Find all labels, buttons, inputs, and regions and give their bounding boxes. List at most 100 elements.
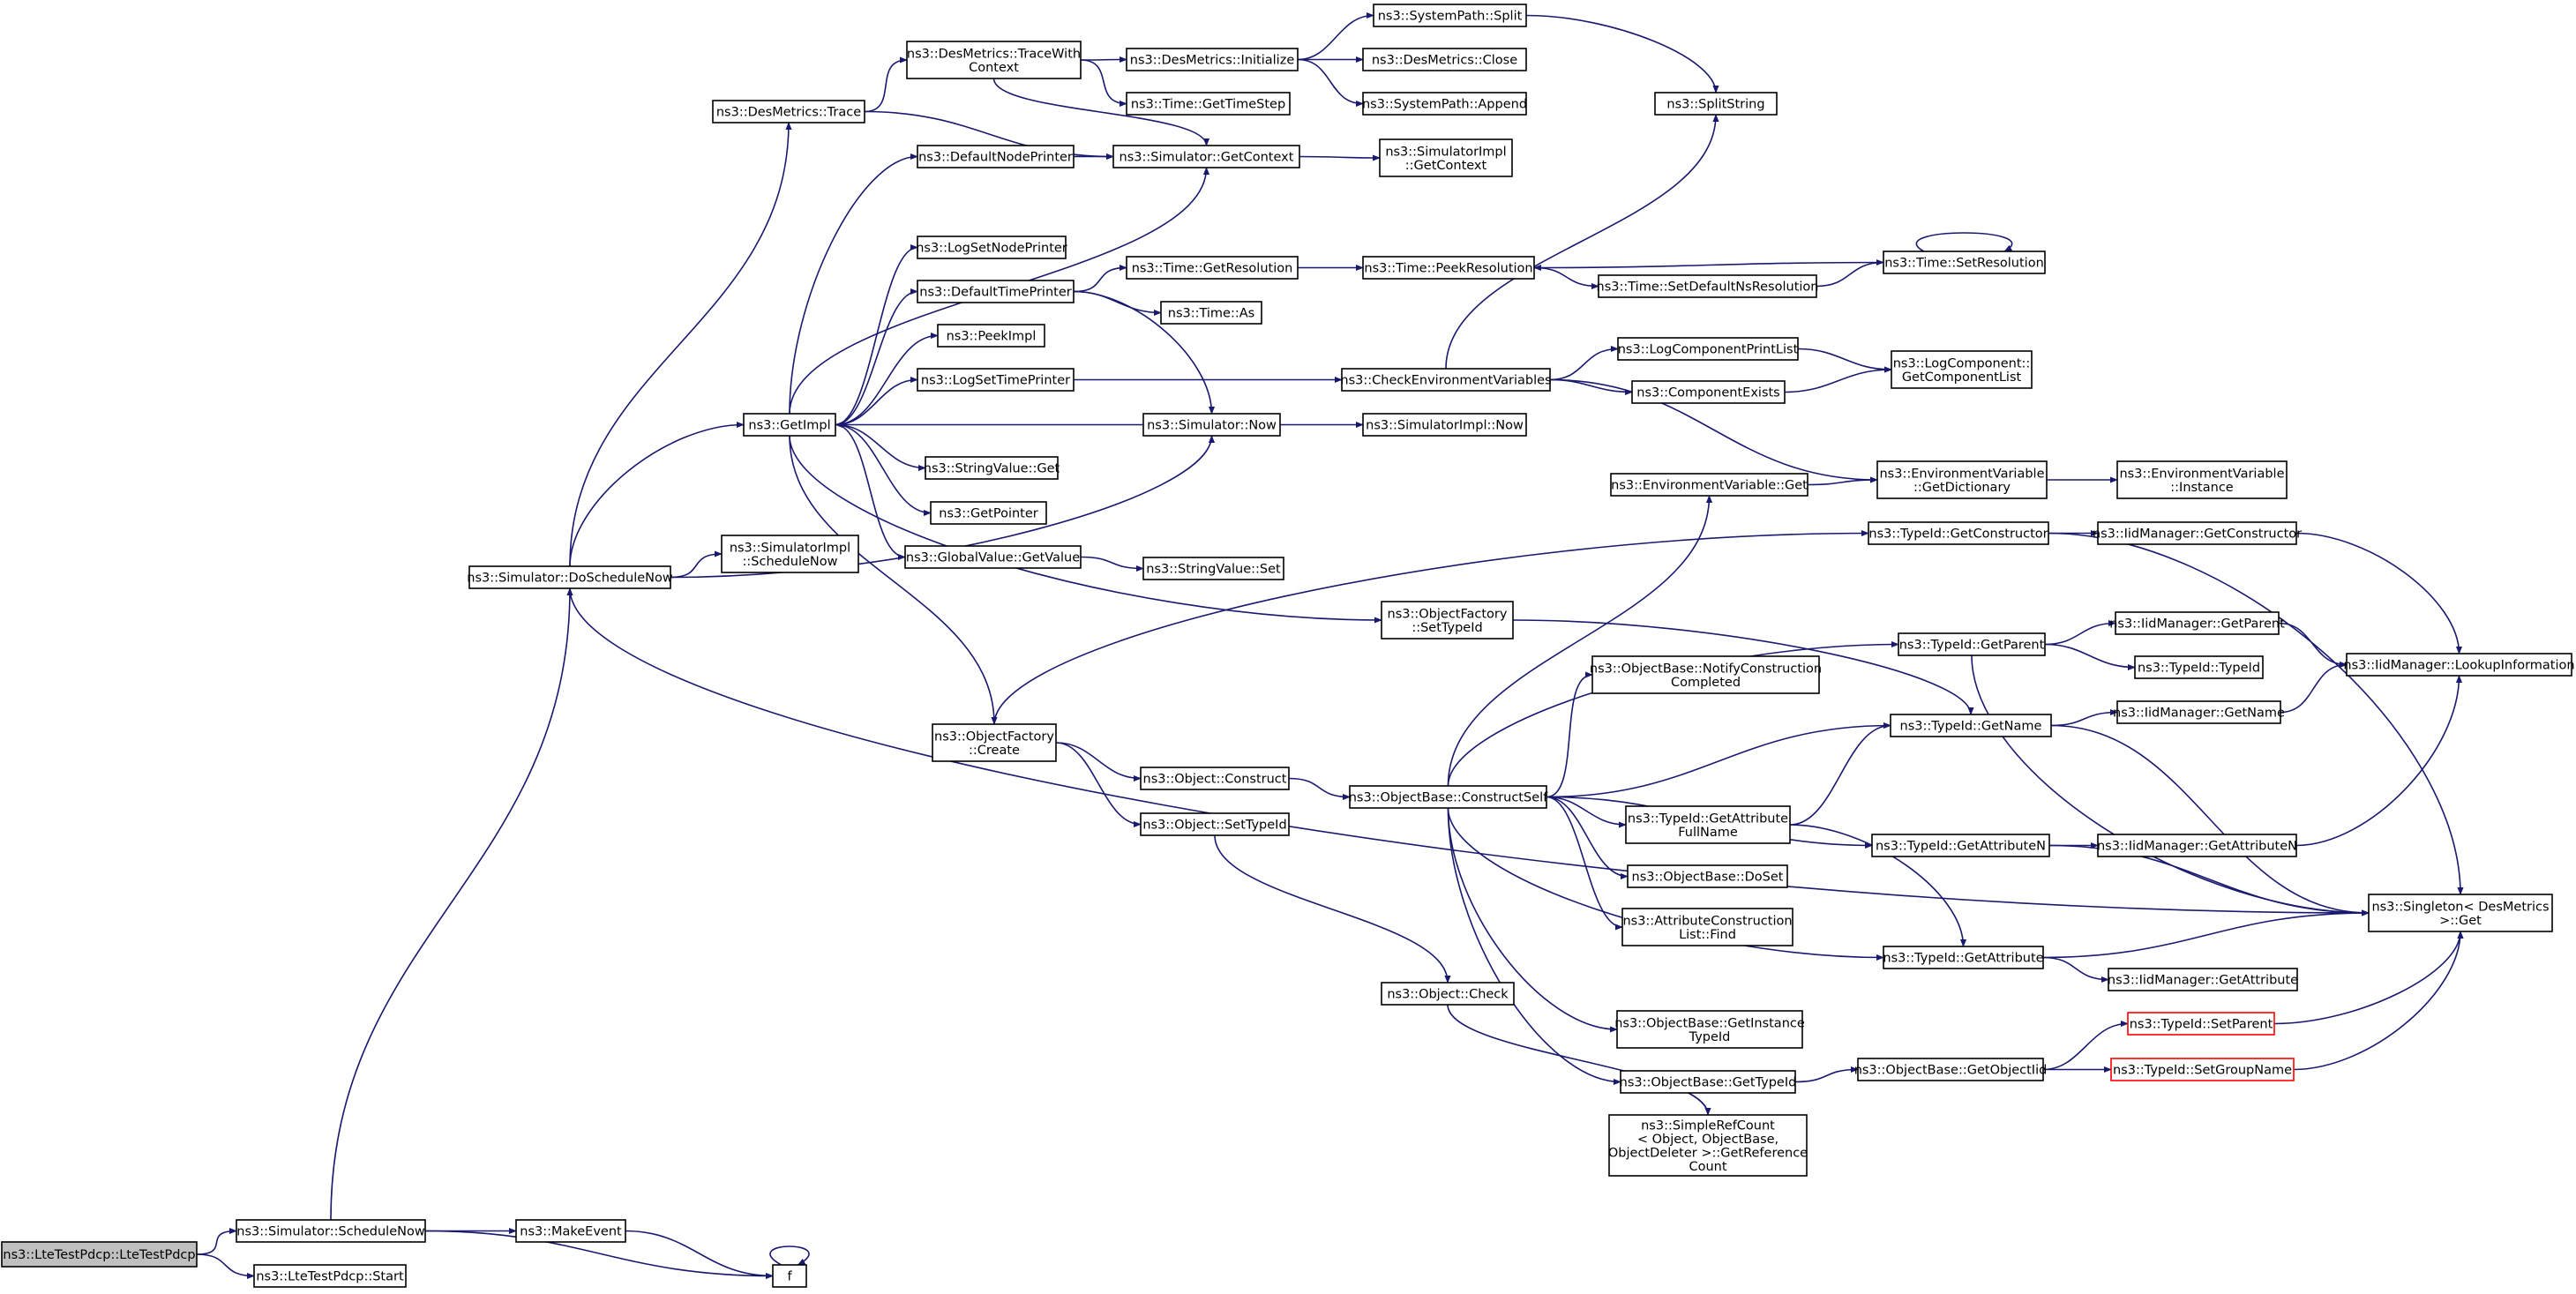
node-tid-get-parent[interactable]: ns3::TypeId::GetParent [1898, 632, 2046, 656]
edge-ob_construct_self-to-ob_get_inst_tid [1447, 807, 1618, 1033]
node-box [917, 145, 1075, 168]
node-iid-get-parent[interactable]: ns3::IidManager::GetParent [2109, 611, 2285, 635]
node-label: ns3::LogComponent:: [1893, 356, 2031, 370]
node-label: ns3::SystemPath::Append [1362, 98, 1527, 112]
node-iid-lookup[interactable]: ns3::IidManager::LookupInformation [2343, 653, 2575, 677]
node-simimpl-now[interactable]: ns3::SimulatorImpl::Now [1362, 413, 1527, 437]
node-sp-append[interactable]: ns3::SystemPath::Append [1362, 92, 1527, 116]
node-time-peek-res[interactable]: ns3::Time::PeekResolution [1362, 256, 1535, 280]
node-env-get[interactable]: ns3::EnvironmentVariable::Get [1610, 473, 1808, 497]
node-default-node-printer[interactable]: ns3::DefaultNodePrinter [917, 145, 1075, 168]
node-label: ns3::Time::As [1168, 307, 1254, 321]
node-lte-ctor[interactable]: ns3::LteTestPdcp::LteTestPdcp [1, 1241, 198, 1268]
node-of-create[interactable]: ns3::ObjectFactory::Create [932, 723, 1057, 762]
node-box [1890, 714, 2052, 737]
node-of-set-tid[interactable]: ns3::ObjectFactory::SetTypeId [1381, 601, 1514, 640]
node-label: ::GetDictionary [1913, 481, 2011, 495]
node-comp-exists[interactable]: ns3::ComponentExists [1631, 380, 1786, 404]
edge-iid_get_parent-to-iid_lookup [2278, 622, 2348, 669]
node-label: ns3::ObjectBase::ConstructSelf [1349, 791, 1548, 805]
node-sv-set[interactable]: ns3::StringValue::Set [1142, 557, 1284, 580]
node-des-init[interactable]: ns3::DesMetrics::Initialize [1126, 48, 1299, 71]
node-iid-get-attr[interactable]: ns3::IidManager::GetAttribute [2108, 968, 2298, 991]
node-label: ns3::Object::SetTypeId [1142, 819, 1286, 833]
node-box [1625, 805, 1791, 844]
node-log-set-time[interactable]: ns3::LogSetTimePrinter [917, 368, 1075, 392]
node-sched-now[interactable]: ns3::Simulator::ScheduleNow [236, 1219, 426, 1243]
node-ob-get-obj-iid[interactable]: ns3::ObjectBase::GetObjectIid [1854, 1058, 2048, 1081]
node-lte-start[interactable]: ns3::LteTestPdcp::Start [253, 1264, 407, 1288]
node-tid-get-attr-n[interactable]: ns3::TypeId::GetAttributeN [1871, 834, 2050, 857]
node-make-event[interactable]: ns3::MakeEvent [515, 1219, 626, 1243]
node-des-trace[interactable]: ns3::DesMetrics::Trace [712, 100, 865, 123]
node-sv-get[interactable]: ns3::StringValue::Get [924, 456, 1060, 480]
node-time-get-res[interactable]: ns3::Time::GetResolution [1126, 256, 1299, 280]
node-time-as[interactable]: ns3::Time::As [1160, 301, 1262, 325]
node-ob-construct-self[interactable]: ns3::ObjectBase::ConstructSelf [1349, 785, 1548, 809]
node-label: ns3::PeekImpl [947, 330, 1037, 344]
node-get-impl[interactable]: ns3::GetImpl [743, 413, 836, 437]
node-env-dict[interactable]: ns3::EnvironmentVariable::GetDictionary [1876, 460, 2048, 499]
node-box [937, 324, 1045, 348]
node-peek-impl[interactable]: ns3::PeekImpl [937, 324, 1045, 348]
edge-sp_split-to-split_string [1525, 14, 1719, 93]
node-iid-get-attr-n[interactable]: ns3::IidManager::GetAttributeN [2097, 834, 2297, 857]
node-do-sched[interactable]: ns3::Simulator::DoScheduleNow [467, 565, 673, 589]
node-iid-get-name[interactable]: ns3::IidManager::GetName [2113, 700, 2285, 724]
node-label: ::GetContext [1405, 159, 1487, 173]
node-des-close[interactable]: ns3::DesMetrics::Close [1362, 48, 1527, 71]
node-split-string[interactable]: ns3::SplitString [1654, 92, 1778, 116]
node-label: ns3::Object::Check [1387, 988, 1509, 1002]
edge-tid_get_attr-to-iid_get_attr [2042, 956, 2109, 984]
node-box [917, 368, 1075, 392]
node-time-set-default[interactable]: ns3::Time::SetDefaultNsResolution [1597, 274, 1819, 298]
node-env-inst[interactable]: ns3::EnvironmentVariable::Instance [2116, 460, 2288, 499]
node-time-set-res[interactable]: ns3::Time::SetResolution [1883, 251, 2046, 274]
node-label: ns3::SystemPath::Split [1378, 10, 1523, 24]
node-label: f [787, 1270, 792, 1284]
node-simple-refcount[interactable]: ns3::SimpleRefCount< Object, ObjectBase,… [1608, 1114, 1808, 1177]
node-sp-split[interactable]: ns3::SystemPath::Split [1373, 4, 1527, 27]
node-log-comp-get[interactable]: ns3::LogComponent::GetComponentList [1891, 350, 2033, 389]
node-tid-set-group[interactable]: ns3::TypeId::SetGroupName [2110, 1058, 2295, 1081]
node-tid-set-parent[interactable]: ns3::TypeId::SetParent [2127, 1012, 2275, 1036]
edge-tid_get_name-to-singleton_get [2050, 724, 2370, 916]
node-tid-get-attr[interactable]: ns3::TypeId::GetAttribute [1883, 946, 2044, 969]
node-time-gts[interactable]: ns3::Time::GetTimeStep [1126, 92, 1291, 116]
node-box [2097, 521, 2297, 545]
node-default-time-printer[interactable]: ns3::DefaultTimePrinter [917, 280, 1075, 303]
node-simimpl-get-ctx[interactable]: ns3::SimulatorImpl::GetContext [1379, 138, 1513, 177]
node-label: ns3::ObjectFactory [1388, 607, 1508, 621]
node-obj-check[interactable]: ns3::Object::Check [1381, 982, 1515, 1006]
node-sim-get-ctx[interactable]: ns3::Simulator::GetContext [1112, 145, 1300, 168]
edge-des_trace_ctx-to-time_gts [1080, 59, 1127, 108]
edge-ob_construct_self-to-ob_notify [1546, 671, 1593, 798]
node-singleton-get[interactable]: ns3::Singleton< DesMetrics >::Get [2368, 894, 2553, 932]
node-tid-get-name[interactable]: ns3::TypeId::GetName [1890, 714, 2052, 737]
node-simimpl-sched[interactable]: ns3::SimulatorImpl::ScheduleNow [721, 535, 859, 573]
node-log-set-node[interactable]: ns3::LogSetNodePrinter [916, 236, 1067, 259]
node-box [1381, 601, 1514, 640]
node-box [2110, 1058, 2295, 1081]
node-iid-get-ctor[interactable]: ns3::IidManager::GetConstructor [2093, 521, 2302, 545]
node-ob-doset[interactable]: ns3::ObjectBase::DoSet [1627, 864, 1788, 888]
node-sim-now[interactable]: ns3::Simulator::Now [1142, 413, 1281, 437]
node-get-pointer[interactable]: ns3::GetPointer [930, 501, 1047, 525]
node-gv-get[interactable]: ns3::GlobalValue::GetValue [904, 545, 1082, 569]
node-ob-get-tid[interactable]: ns3::ObjectBase::GetTypeId [1620, 1070, 1797, 1094]
node-f[interactable]: f [772, 1264, 807, 1288]
node-tid-get-ctor[interactable]: ns3::TypeId::GetConstructor [1868, 521, 2049, 545]
node-check-env[interactable]: ns3::CheckEnvironmentVariables [1340, 368, 1552, 392]
node-obj-set-tid[interactable]: ns3::Object::SetTypeId [1140, 812, 1290, 836]
node-ob-notify[interactable]: ns3::ObjectBase::NotifyConstructionCompl… [1590, 655, 1822, 694]
node-log-comp-print[interactable]: ns3::LogComponentPrintList [1617, 337, 1799, 361]
node-obj-construct[interactable]: ns3::Object::Construct [1140, 767, 1290, 790]
node-label: ns3::IidManager::GetAttribute [2108, 974, 2298, 988]
node-label: ns3::SimpleRefCount [1641, 1118, 1775, 1133]
edge-do_sched-to-des_trace [569, 122, 792, 567]
node-tid-tid[interactable]: ns3::TypeId::TypeId [2134, 655, 2264, 679]
